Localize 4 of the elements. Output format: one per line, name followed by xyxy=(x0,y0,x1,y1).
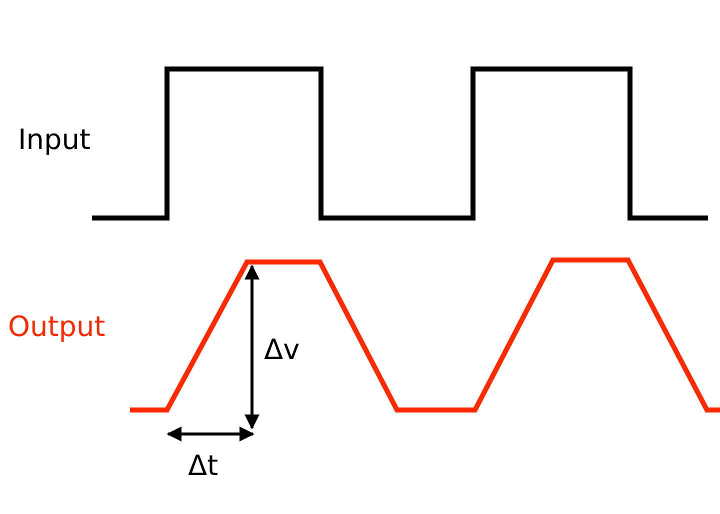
dimension-label: Δt xyxy=(188,450,218,482)
signal-label: Input xyxy=(18,124,91,156)
dimension-label: Δv xyxy=(264,334,300,366)
signal-label: Output xyxy=(8,311,106,343)
